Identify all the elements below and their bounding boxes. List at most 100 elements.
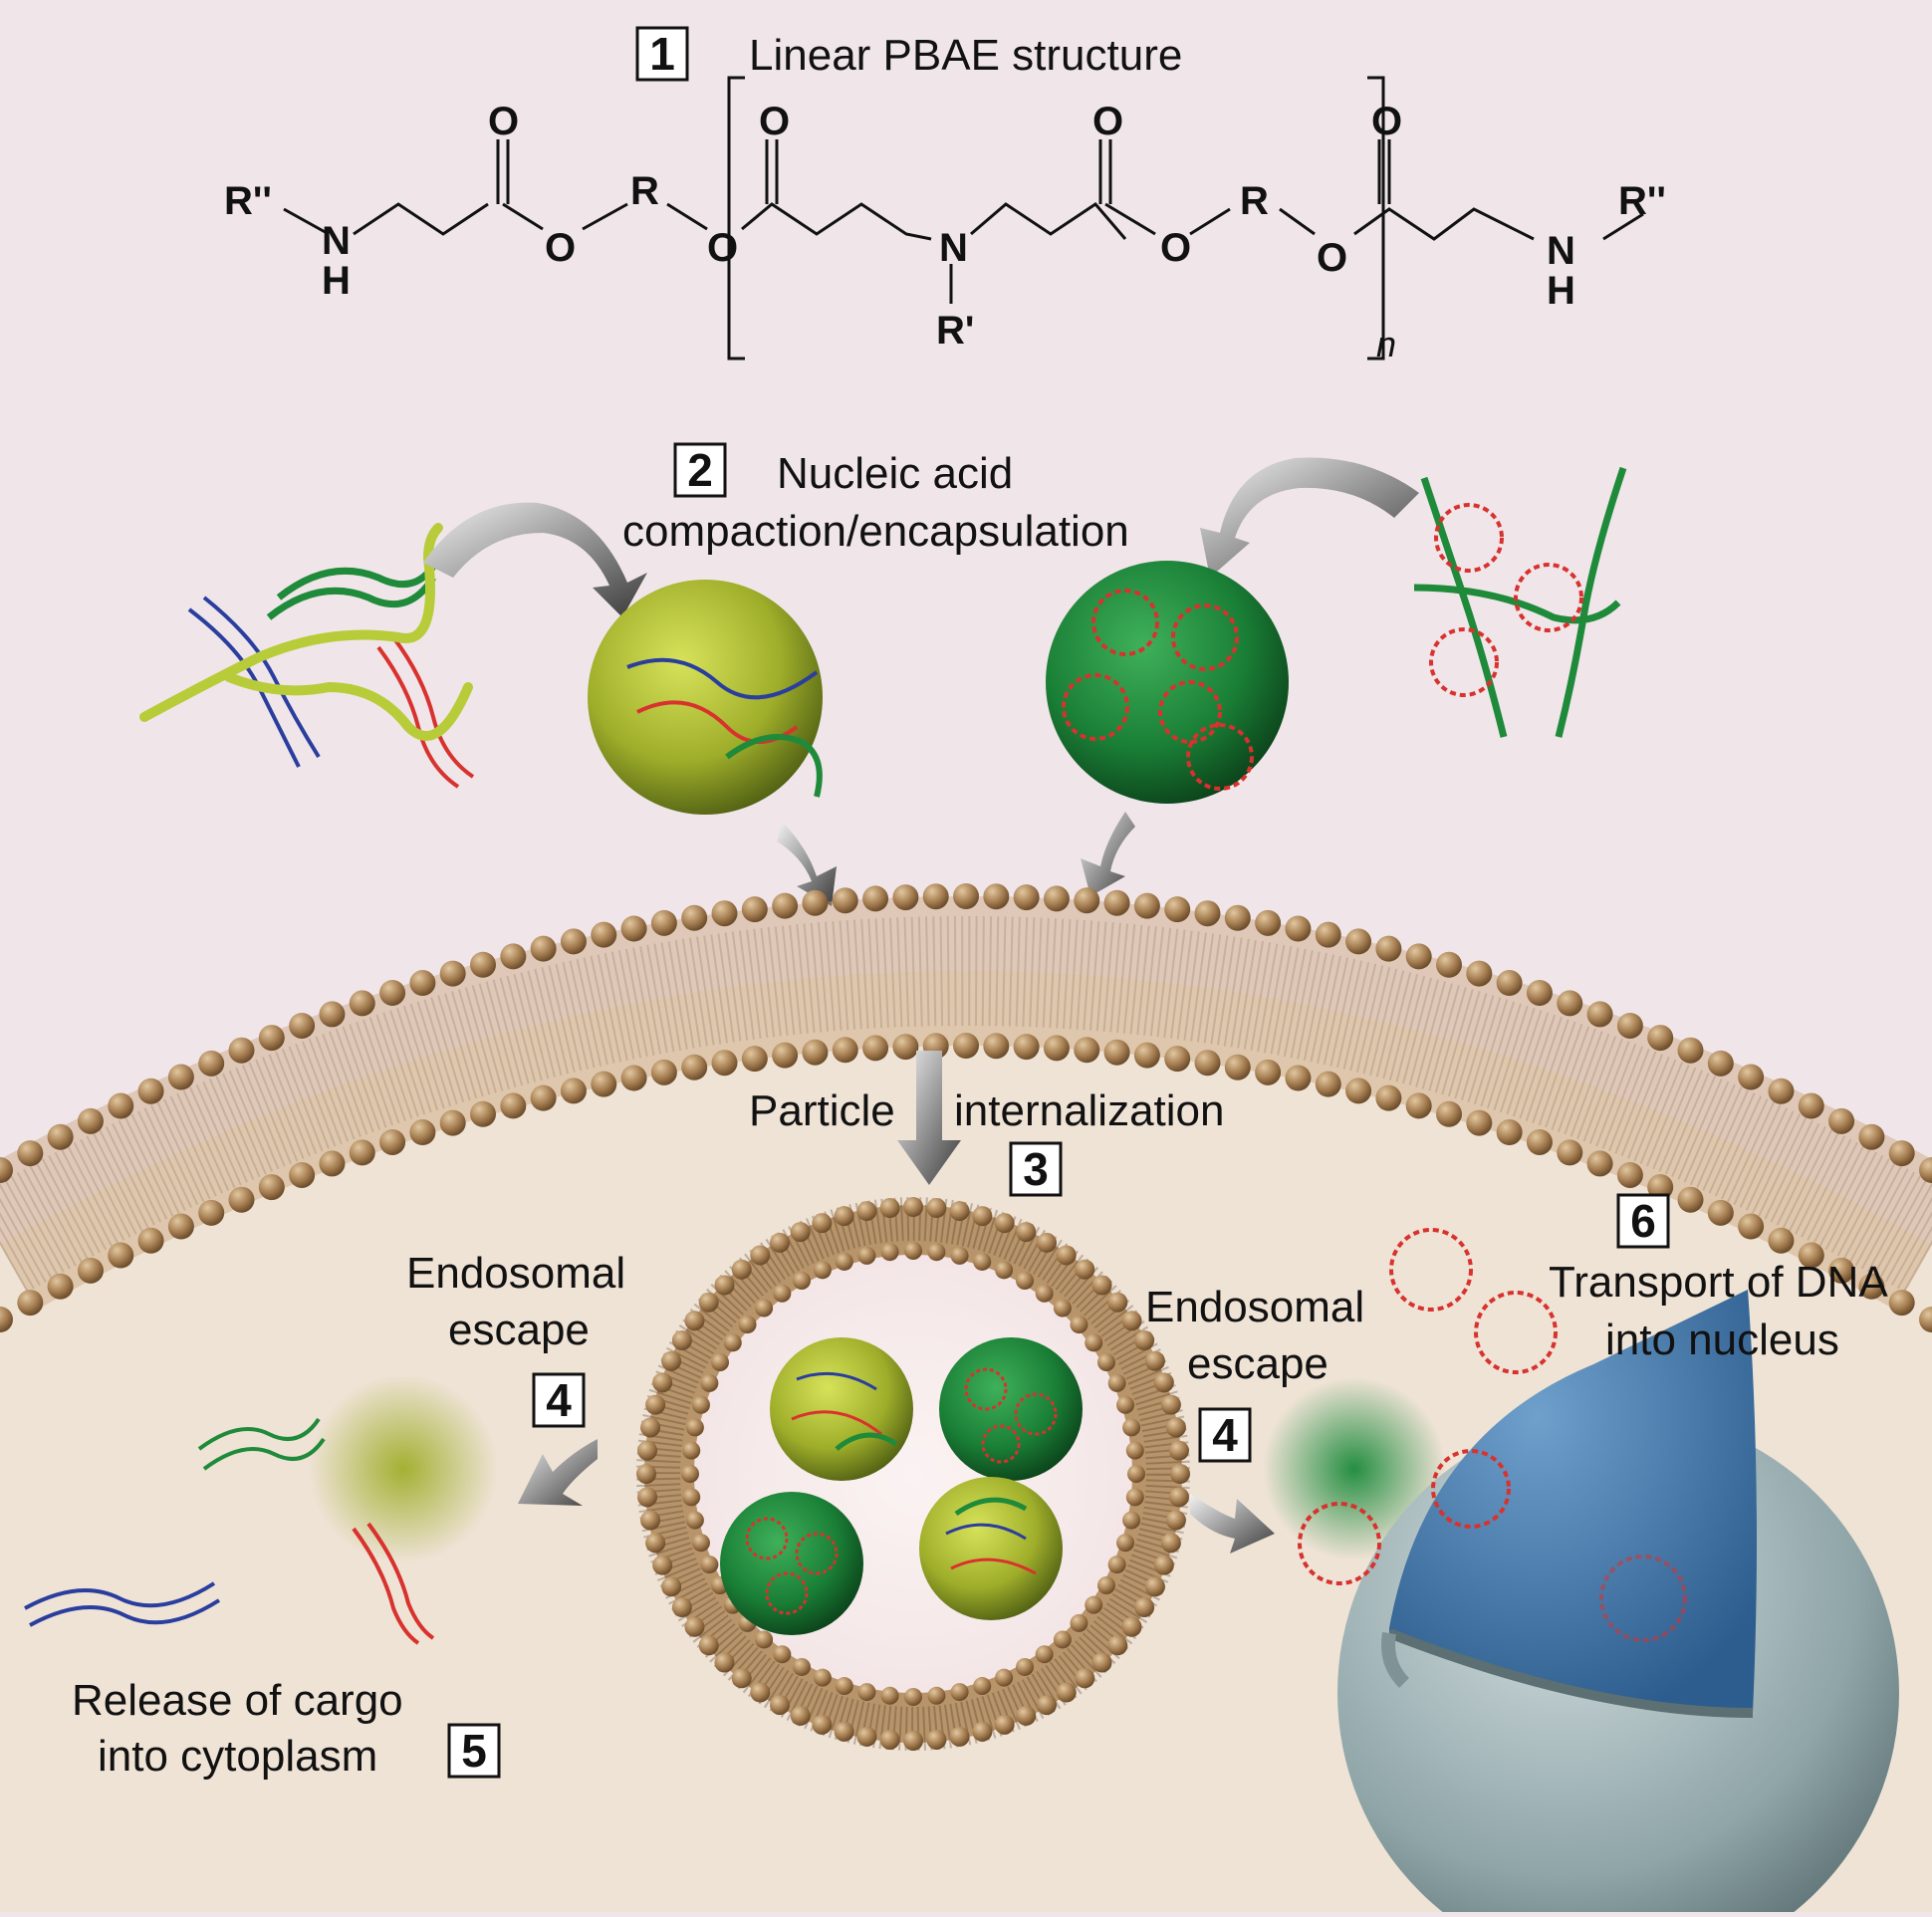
endosome-yellow-polyplex-1: [770, 1337, 913, 1481]
lipid-head: [862, 885, 889, 912]
lipid-head: [1285, 915, 1312, 942]
lipid-head: [1586, 1150, 1613, 1177]
escaped-green-particle-blur: [1263, 1377, 1446, 1560]
lipid-head: [671, 1597, 692, 1617]
lipid-head: [926, 1198, 947, 1219]
lipid-head: [637, 1487, 658, 1508]
lipid-head: [1103, 889, 1130, 916]
lipid-head: [682, 1441, 701, 1460]
yellow-polyplex-cargo: [626, 657, 823, 798]
atom-r-right: R: [1240, 179, 1269, 223]
lipid-head: [1116, 1395, 1135, 1414]
step-5-number: 5: [461, 1725, 487, 1777]
lipid-head: [137, 1227, 164, 1254]
lipid-head: [1144, 1350, 1165, 1371]
lipid-head: [926, 1729, 947, 1750]
lipid-head: [379, 979, 406, 1006]
lipid-head: [731, 1259, 752, 1280]
lipid-head: [1798, 1092, 1824, 1119]
lipid-head: [167, 1213, 194, 1240]
lipid-head: [1586, 1001, 1613, 1028]
lipid-head: [953, 883, 979, 909]
lipid-head: [640, 1510, 661, 1531]
lipid-head: [698, 1292, 719, 1313]
lipid-head: [1070, 1316, 1088, 1334]
lipid-head: [1738, 1213, 1765, 1240]
lipid-head: [812, 1714, 833, 1735]
lipid-head: [741, 896, 768, 923]
lipid-head: [812, 1213, 833, 1234]
lipid-head: [409, 1119, 436, 1146]
lipid-head: [1121, 1616, 1142, 1637]
lipid-head: [1255, 909, 1282, 936]
lipid-head: [530, 935, 557, 962]
lipid-head: [949, 1726, 970, 1747]
lipid-head: [1164, 896, 1191, 923]
lipid-head: [319, 1150, 346, 1177]
lipid-head: [470, 951, 496, 978]
step-5-box: [447, 1723, 501, 1779]
step-4-left-label-line2: escape: [448, 1306, 590, 1354]
lipid-head: [439, 1109, 466, 1136]
lipid-head: [1496, 1119, 1523, 1146]
lipid-head: [834, 1721, 854, 1742]
atom-r-prime: R': [936, 309, 974, 353]
lipid-head: [714, 1275, 735, 1296]
atom-n-left: N: [322, 219, 351, 263]
lipid-head: [1888, 1290, 1915, 1317]
lipid-head: [983, 1033, 1010, 1060]
lipid-head: [17, 1140, 44, 1167]
endosome-yellow-polyplex-2: [919, 1477, 1063, 1620]
arrow-escape-left: [518, 1439, 598, 1506]
lipid-head: [1107, 1635, 1128, 1656]
lipid-head: [892, 884, 919, 911]
lipid-head: [770, 1695, 790, 1716]
atom-o-ester-2: O: [707, 226, 738, 270]
lipid-head: [972, 1206, 993, 1227]
lipid-head: [1134, 1330, 1155, 1350]
nucleus: [1337, 1290, 1899, 1917]
lipid-head: [1285, 1065, 1312, 1091]
lipid-head: [973, 1677, 992, 1696]
lipid-head: [1194, 1050, 1221, 1077]
step-6-label-line2: into nucleus: [1605, 1316, 1839, 1364]
lipid-head: [1153, 1372, 1174, 1393]
lipid-head: [349, 1139, 375, 1166]
lipid-head: [711, 1050, 738, 1077]
lipid-head: [684, 1616, 705, 1637]
step-6-box: [1616, 1193, 1670, 1249]
lipid-head: [661, 1576, 682, 1597]
lipid-head: [530, 1084, 557, 1111]
lipid-head: [953, 1033, 979, 1059]
endosome-particle-cargo: [745, 1367, 1058, 1615]
lipid-head: [1165, 1417, 1186, 1438]
lipid-head: [1144, 1576, 1165, 1597]
step-4-right-number: 4: [1212, 1409, 1238, 1461]
lipid-head: [1828, 1107, 1855, 1134]
arrow-to-green-particle: [1200, 457, 1419, 578]
lipid-head: [772, 1042, 799, 1069]
lipid-head: [228, 1186, 255, 1213]
atom-h-left: H: [322, 259, 351, 303]
structure-atoms: R'' N H O O R O O N R' O O R O O N H R''…: [224, 100, 1666, 364]
lipid-head: [1037, 1232, 1057, 1253]
lipid-head: [652, 1555, 673, 1575]
green-polyplex: [1046, 561, 1289, 804]
atom-r-double-prime-right: R'': [1618, 179, 1666, 223]
lipid-head: [995, 1668, 1014, 1687]
lipid-head: [1103, 1039, 1130, 1066]
atom-o-carbonyl-3: O: [1092, 100, 1123, 143]
lipid-head: [755, 1299, 774, 1318]
lipid-head: [1091, 1275, 1112, 1296]
lipid-head: [813, 1668, 832, 1687]
lipid-head: [77, 1107, 104, 1134]
lipid-head: [470, 1100, 496, 1127]
lipid-head: [591, 1071, 617, 1097]
lipid-head: [790, 1705, 811, 1726]
lipid-head: [1828, 1257, 1855, 1284]
lipid-head: [903, 1197, 923, 1217]
lipid-head: [1133, 1042, 1160, 1069]
lipid-head: [379, 1128, 406, 1155]
step-3-box: [1009, 1141, 1063, 1197]
